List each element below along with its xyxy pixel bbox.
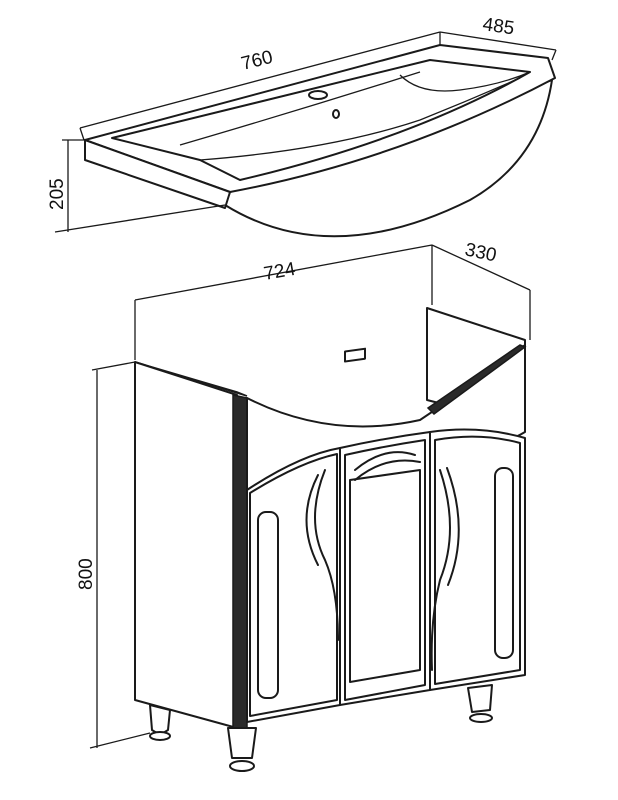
cabinet-front-frame [232,394,248,729]
faucet-hole [308,90,328,100]
cabinet-side-panel [134,361,238,729]
left-door [246,447,341,723]
overflow-hole [332,109,340,119]
cabinet-height-label: 800 [76,558,97,590]
cabinet-depth-label: 330 [463,239,498,266]
leg [227,727,257,759]
sink-depth-label: 485 [481,14,515,39]
sink-top [84,44,556,193]
sink-height-label: 205 [47,178,68,210]
leg [149,704,171,736]
sink-front-edge [84,139,231,209]
sink-drawing [84,44,556,238]
center-door [339,431,431,706]
cabinet-dimensions: 724 330 800 [76,239,531,749]
left-door-glass [257,511,279,699]
leg [467,684,493,713]
sink-width-label: 760 [239,47,275,75]
decorative-arch [305,451,460,671]
cabinet-width-label: 724 [262,259,297,285]
sink-basin-contour [179,71,521,161]
right-door-glass [494,467,514,659]
right-door [429,428,526,691]
cabinet-drawing [134,307,527,772]
